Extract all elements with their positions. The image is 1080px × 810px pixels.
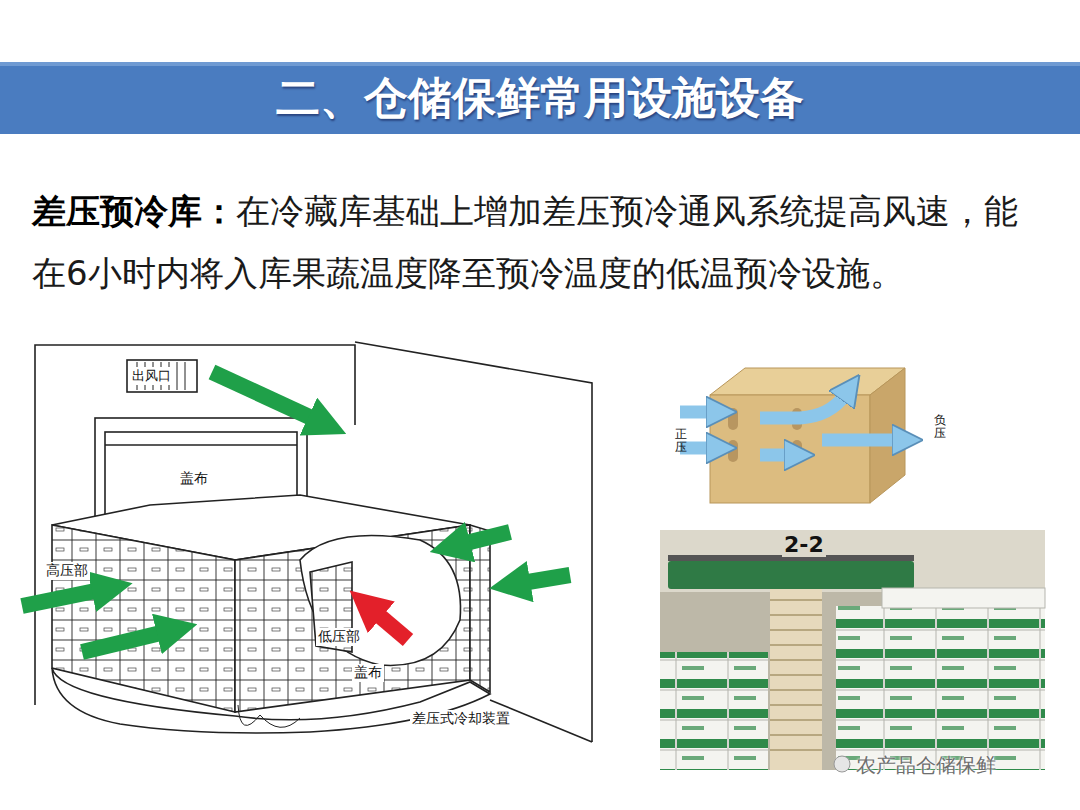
part-label: 低压部: [316, 628, 362, 646]
title-band-part: [0, 62, 1080, 134]
svg-def-part: [770, 689, 822, 691]
carton-airflow-drawing-part: [728, 440, 738, 462]
room-number: 2-2: [782, 532, 826, 557]
svg-def-part: [770, 659, 822, 661]
watermark: 农产品仓储保鲜: [856, 752, 996, 779]
svg-def-part: [760, 395, 845, 418]
air-flow-arrows-part: [462, 532, 510, 544]
air-flow-arrows-part: [22, 590, 100, 606]
cold-room-drawing-part: [105, 444, 297, 446]
svg-def-part: [760, 449, 790, 462]
pressure-label: 负压: [934, 414, 946, 440]
figure-caption: 差压式冷却装置: [410, 710, 512, 728]
carton-airflow-drawing-part: [792, 440, 802, 462]
svg-def-part: [770, 614, 822, 616]
precooling-room-photo-part: [882, 588, 1045, 608]
precooling-room-photo-part: [770, 589, 822, 770]
vent-box: 出风口: [127, 360, 197, 392]
svg-def-part: [770, 599, 822, 601]
low-pressure-arrow: [375, 612, 408, 640]
title-band: [0, 62, 1080, 134]
cold-room-drawing-part: [470, 525, 490, 692]
svg-def-part: [770, 719, 822, 721]
title-band-part: [0, 62, 1080, 66]
air-flow-arrows-part: [212, 372, 316, 420]
carton-airflow-drawing-part: [710, 395, 870, 503]
air-flow-arrows-part: [522, 575, 570, 583]
svg-def-part: [822, 434, 898, 447]
precooling-room-photo-part: [668, 561, 914, 589]
precooling-room-photo-part: [660, 530, 1045, 592]
svg-def-part: [770, 674, 822, 676]
precooling-room-photo-part: [836, 606, 1045, 770]
cold-room-drawing-part: [238, 705, 300, 727]
part-label: 盖布: [352, 664, 384, 682]
part-label: 盖布: [178, 470, 210, 488]
svg-def-part: [770, 629, 822, 631]
precooling-room-photo: [660, 530, 1045, 772]
slide-title: 二、仓储保鲜常用设施设备: [0, 62, 1080, 134]
cold-room-drawing-part: [52, 525, 235, 712]
svg-def-part: [770, 704, 822, 706]
svg-def-part: [770, 734, 822, 736]
svg-def: [770, 600, 822, 750]
intro-paragraph: 差压预冷库：在冷藏库基础上增加差压预冷通风系统提高风速，能在6小时内将入库果蔬温…: [32, 180, 1044, 304]
vent-label: 出风口: [130, 367, 173, 385]
svg-def-part: [185, 362, 186, 390]
precooling-room-photo-part: [834, 756, 850, 772]
svg-def-part: [770, 644, 822, 646]
air-flow-arrows-part: [82, 632, 165, 652]
svg-def-part: [770, 749, 822, 751]
carton-airflow-drawing: [680, 368, 905, 503]
term-heading: 差压预冷库：: [32, 191, 236, 231]
cold-room-drawing-part: [235, 525, 470, 712]
precooling-room-photo-part: [660, 652, 768, 770]
svg-def-part: [177, 362, 178, 390]
pressure-label: 正压: [675, 428, 687, 454]
cold-room-drawing-part: [127, 360, 197, 392]
carton-airflow-drawing-part: [728, 408, 738, 430]
air-flow-arrows: [22, 372, 570, 652]
cold-room-drawing-part: [300, 536, 461, 666]
low-pressure-arrow-part: [375, 612, 408, 640]
cold-room-drawing: [35, 342, 592, 742]
svg-def: [680, 395, 898, 455]
part-label: 高压部: [44, 562, 90, 580]
precooling-room-photo-part: [660, 530, 1045, 770]
svg-def-part: [680, 406, 712, 419]
